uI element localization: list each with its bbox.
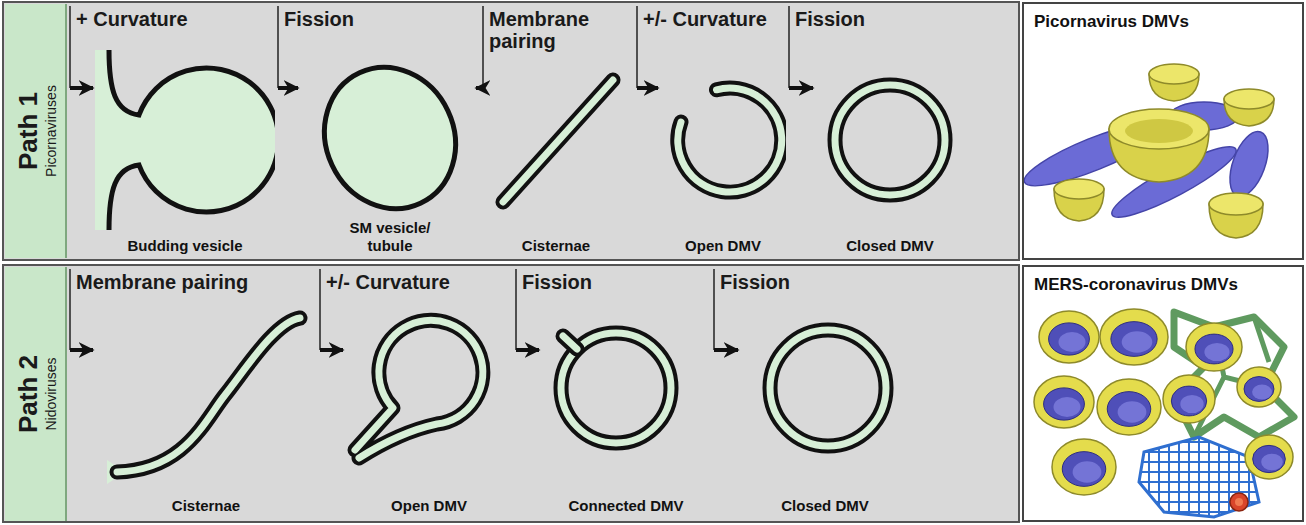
membrane-shape [541,300,711,495]
membrane-stage: Budding vesicle [95,40,275,255]
stage-caption: Closed DMV [815,237,965,255]
virus-group: Picornaviruses [43,85,59,177]
path-band [3,265,1019,522]
path-tab: Path 1Picornaviruses [5,4,67,258]
stage-caption: Cisternae [95,497,317,515]
virus-group: Nidoviruses [43,357,59,430]
membrane-stage: Open DMV [345,300,513,515]
dmv-render [1024,267,1302,520]
path-name: Path 2 [13,355,43,433]
render-panel: Picornavirus DMVs [1022,2,1304,260]
stage-caption: SM vesicle/ tubule [340,219,440,255]
stage-caption: Open DMV [345,497,513,515]
step-label: Fission [795,8,865,30]
membrane-shape [740,300,910,495]
step-label: Membrane pairing [76,271,248,293]
membrane-shape [95,300,317,495]
membrane-shape [660,40,786,235]
panel-title: MERS-coronavirus DMVs [1034,275,1238,295]
membrane-shape [95,40,275,235]
step-arrow [476,6,483,88]
step-label: + Curvature [76,8,188,30]
tab-label: Path 1Picornaviruses [5,4,67,258]
stage-caption: Budding vesicle [95,237,275,255]
step-label: Fission [720,271,790,293]
membrane-stage: SM vesicle/ tubule [300,40,480,255]
membrane-stage: Closed DMV [815,40,965,255]
stage-caption: Open DMV [660,237,786,255]
path-name: Path 1 [13,92,43,170]
stage-caption: Closed DMV [740,497,910,515]
stage-caption: Cisternae [478,237,634,255]
step-label: +/- Curvature [326,271,450,293]
membrane-stage: Cisternae [478,40,634,255]
step-label: Fission [522,271,592,293]
membrane-shape [478,40,634,235]
tab-label: Path 2Nidoviruses [5,267,67,521]
stage-caption: Connected DMV [541,497,711,515]
path-tab: Path 2Nidoviruses [5,267,67,521]
membrane-shape [300,40,480,235]
render-panel: MERS-coronavirus DMVs [1022,265,1304,522]
dmv-render [1024,4,1302,258]
membrane-shape [345,300,513,495]
membrane-stage: Closed DMV [740,300,910,515]
step-label: +/- Curvature [643,8,767,30]
step-label: Fission [284,8,354,30]
membrane-shape [815,40,965,235]
membrane-stage: Connected DMV [541,300,711,515]
membrane-stage: Cisternae [95,300,317,515]
path-band [3,2,1019,260]
membrane-stage: Open DMV [660,40,786,255]
panel-title: Picornavirus DMVs [1034,12,1189,32]
step-label: Membrane pairing [489,8,639,52]
